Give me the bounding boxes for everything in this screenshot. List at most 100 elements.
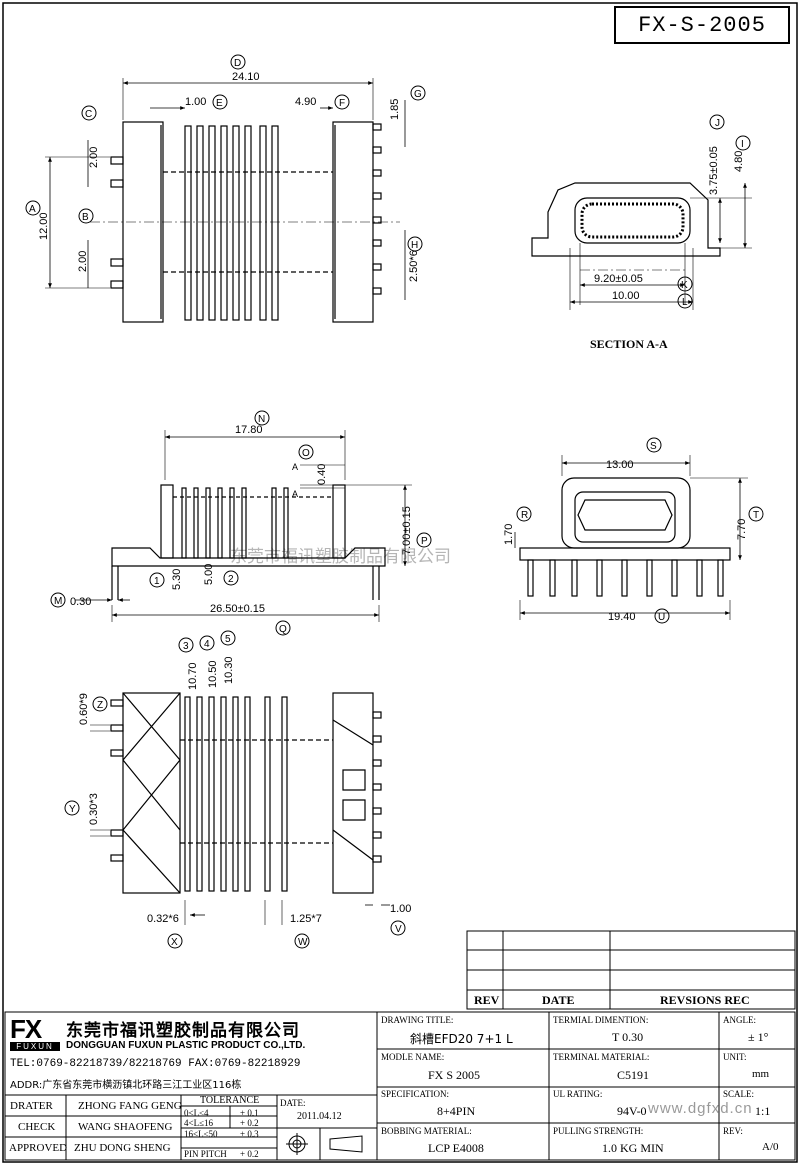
title-block-grid — [4, 1011, 796, 1161]
top-view — [45, 78, 406, 323]
dim-P: 7.00±0.15 — [401, 506, 413, 555]
dim-d2: 5.00 — [203, 564, 215, 585]
dim-A: 12.00 — [38, 212, 50, 240]
front-view — [75, 430, 412, 622]
svg-text:H: H — [411, 240, 418, 251]
svg-text:5: 5 — [225, 634, 231, 645]
unit-label: UNIT: — [723, 1052, 747, 1062]
tolerance-range-1: 0<L≤4 — [184, 1108, 209, 1118]
ul-rating-label: UL RATING: — [553, 1089, 603, 1099]
tolerance-range-4: PIN PITCH — [184, 1149, 227, 1159]
dim-M: 0.30 — [70, 596, 91, 608]
svg-text:K: K — [681, 280, 688, 291]
tolerance-value-4: + 0.2 — [240, 1149, 259, 1159]
top-view-dims: 24.10 D 1.00 E 4.90 F 1.85 G C 2.00 A 12… — [25, 54, 426, 282]
section-mark-a-bottom: A — [292, 489, 298, 499]
svg-text:3: 3 — [183, 641, 189, 652]
pulling-strength-label: PULLING STRENGTH: — [553, 1126, 644, 1136]
rev-label: REV: — [723, 1126, 743, 1136]
svg-text:N: N — [258, 414, 265, 425]
tolerance-range-3: 16<L≤50 — [184, 1129, 218, 1139]
rev-value: A/0 — [762, 1141, 779, 1153]
tolerance-value-2: + 0.2 — [240, 1118, 259, 1128]
svg-text:M: M — [54, 596, 62, 607]
signoff-drater-name: ZHONG FANG GENG — [78, 1100, 182, 1112]
svg-text:A: A — [29, 204, 36, 215]
svg-text:F: F — [339, 98, 345, 109]
front-view-dims: N 17.80 O 0.40 A A 7.00±0.15 P 1 5.30 5.… — [50, 410, 432, 636]
svg-text:Q: Q — [279, 624, 287, 635]
dim-I: 4.80 — [733, 151, 745, 172]
dim-V: 1.00 — [390, 903, 411, 915]
terminal-material-label: TERMINAL MATERIAL: — [553, 1052, 650, 1062]
dim-F: 4.90 — [295, 96, 316, 108]
drawing-title-value: 斜槽EFD20 7+1 L — [410, 1032, 513, 1046]
side-view — [514, 455, 748, 620]
svg-text:2: 2 — [228, 574, 234, 585]
unit-value: mm — [752, 1068, 770, 1080]
dim-E: 1.00 — [185, 96, 206, 108]
dim-Y: 0.30*3 — [88, 793, 100, 825]
watermark: 东莞市福讯塑胶制品有限公司 — [230, 547, 451, 566]
svg-text:U: U — [658, 612, 665, 623]
dim-S: 13.00 — [606, 459, 634, 471]
signoff-approved-role: APPROVED — [9, 1142, 68, 1154]
logo-sub: FUXUN — [10, 1042, 60, 1051]
section-dims: 9.20±0.05 K 10.00 L 3.75±0.05 J 4.80 I S… — [590, 114, 751, 351]
signoff-approved-name: ZHU DONG SHENG — [74, 1142, 171, 1154]
model-name-value: FX S 2005 — [428, 1068, 481, 1082]
date-label: DATE: — [280, 1098, 306, 1108]
company-logo: FX FUXUN — [10, 1016, 64, 1051]
svg-text:I: I — [741, 139, 744, 150]
svg-text:T: T — [753, 510, 759, 521]
dim-d5: 10.30 — [223, 656, 235, 684]
dim-X: 0.32*6 — [147, 913, 179, 925]
dim-T: 7.70 — [736, 519, 748, 540]
signoff-check-role: CHECK — [18, 1121, 56, 1133]
dim-O: 0.40 — [316, 464, 328, 485]
specification-label: SPECIFICATION: — [381, 1089, 450, 1099]
bottom-view-dims: 3 4 5 10.70 10.50 10.30 0.60*9 Z Y 0.30*… — [64, 630, 411, 949]
svg-text:4: 4 — [204, 639, 210, 650]
svg-text:O: O — [302, 448, 310, 459]
section-view — [531, 182, 752, 310]
svg-text:Y: Y — [69, 804, 76, 815]
terminal-material-value: C5191 — [617, 1068, 650, 1082]
section-mark-a-top: A — [292, 462, 298, 472]
side-view-dims: S 13.00 R 1.70 7.70 T 19.40 U — [503, 437, 764, 624]
svg-text:L: L — [682, 297, 688, 308]
svg-text:Z: Z — [97, 700, 103, 711]
svg-text:C: C — [85, 109, 92, 120]
tolerance-value-1: + 0.1 — [240, 1108, 259, 1118]
section-label: SECTION A-A — [590, 337, 668, 351]
dim-Z: 0.60*9 — [78, 693, 90, 725]
bobbin-material-value: LCP E4008 — [428, 1141, 484, 1155]
date-value: 2011.04.12 — [297, 1111, 342, 1122]
dim-U: 19.40 — [608, 611, 636, 623]
drawing-title-label: DRAWING TITLE: — [381, 1015, 454, 1025]
dim-G: 1.85 — [389, 99, 401, 120]
terminal-dimension-label: TERMIAL DIMENTION: — [553, 1015, 649, 1025]
svg-text:X: X — [171, 937, 178, 948]
dim-W: 1.25*7 — [290, 913, 322, 925]
dim-C: 2.00 — [88, 147, 100, 168]
specification-value: 8+4PIN — [437, 1104, 476, 1118]
dim-Q: 26.50±0.15 — [210, 603, 265, 615]
scale-label: SCALE: — [723, 1089, 755, 1099]
revision-table — [466, 930, 796, 1010]
ul-rating-value: 94V-0 — [617, 1104, 647, 1118]
dim-B: 2.00 — [77, 251, 89, 272]
svg-text:B: B — [82, 212, 89, 223]
rev-col-revisions: REVSIONS REC — [660, 993, 750, 1007]
company-name-cn: 东莞市福讯塑胶制品有限公司 — [66, 1021, 300, 1041]
dim-N: 17.80 — [235, 424, 263, 436]
dim-L: 10.00 — [612, 290, 640, 302]
dim-H: 2.50*6 — [408, 250, 420, 282]
svg-text:V: V — [395, 924, 402, 935]
model-name-label: MODLE NAME: — [381, 1052, 445, 1062]
dim-K: 9.20±0.05 — [594, 273, 643, 285]
company-addr: ADDR:广东省东莞市横沥镇北环路三江工业区116栋 — [10, 1080, 242, 1091]
bobbin-material-label: BOBBING MATERIAL: — [381, 1126, 472, 1136]
svg-text:P: P — [421, 536, 428, 547]
